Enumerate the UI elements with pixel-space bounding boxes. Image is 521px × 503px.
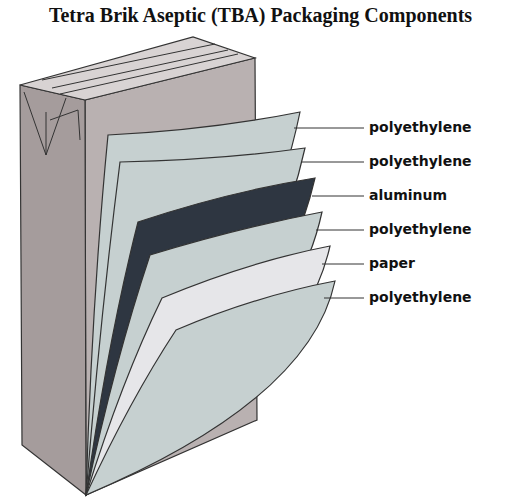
- layer-label: polyethylene: [369, 288, 472, 306]
- leader-line: [322, 264, 364, 265]
- carton-flap: [24, 92, 66, 155]
- polyethylene-layer: [86, 281, 335, 495]
- carton-end-face: [20, 85, 86, 495]
- layer-label: polyethylene: [369, 220, 472, 238]
- leader-line: [324, 298, 364, 299]
- layer-label: polyethylene: [369, 152, 472, 170]
- leader-line: [312, 196, 364, 197]
- seal-line: [42, 44, 215, 80]
- carton-top-face: [20, 37, 255, 100]
- leader-line: [316, 230, 364, 231]
- carton-flap: [46, 112, 47, 155]
- layer-label: polyethylene: [369, 118, 472, 136]
- seal-line: [60, 54, 238, 94]
- leader-line: [302, 162, 364, 163]
- seal-line: [52, 50, 228, 88]
- carton-flap: [50, 110, 80, 140]
- layer-label: paper: [369, 254, 415, 272]
- leader-line: [294, 128, 364, 129]
- leader-lines: [294, 128, 364, 298]
- diagram-title: Tetra Brik Aseptic (TBA) Packaging Compo…: [0, 4, 521, 27]
- layer-label: aluminum: [369, 186, 447, 204]
